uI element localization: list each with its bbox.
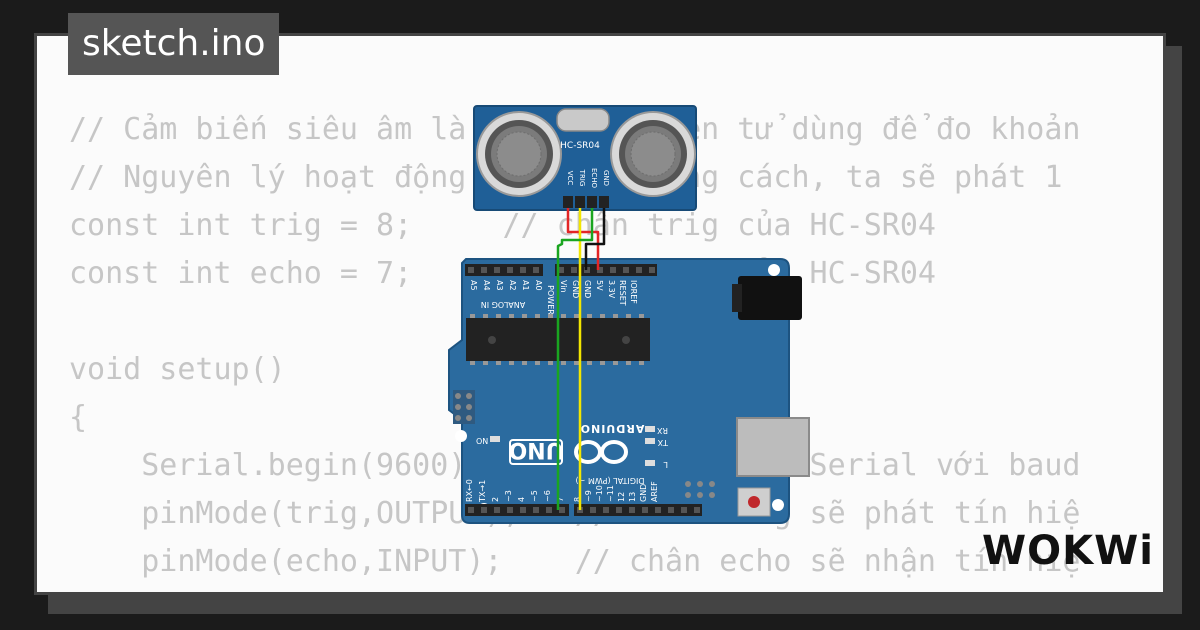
mounting-hole <box>455 430 467 442</box>
file-title-tab: sketch.ino <box>68 13 280 75</box>
led-label-rx: RX <box>656 426 668 435</box>
led-l <box>645 460 655 466</box>
pin-label-vcc: VCC <box>566 171 574 186</box>
digital-pin-label: ~6 <box>543 490 552 502</box>
digital-pin-label: ~11 <box>606 485 615 502</box>
sensor-pin-echo[interactable] <box>587 196 597 208</box>
header-label-5v: 5V <box>595 280 604 291</box>
header-label-a2: A2 <box>508 280 517 291</box>
sensor-model-label: HC-SR04 <box>560 141 600 151</box>
power-header <box>555 264 657 276</box>
arduino-logo: UNO ARDUINO <box>509 422 645 465</box>
digital-pin-label: ~3 <box>504 490 513 502</box>
digital-pin-label: ~9 <box>584 490 593 502</box>
led-label-l: L <box>663 460 668 469</box>
digital-pin-label: 8 <box>573 497 582 502</box>
wire-echo <box>556 208 594 510</box>
digital-pin-label: 13 <box>628 492 637 502</box>
crystal-oscillator <box>556 108 610 132</box>
digital-label: DIGITAL (PWM ~) <box>576 476 645 485</box>
arduino-uno-board: IOREF RESET 3.3V 5V GND GND Vin POWER A0… <box>448 258 810 524</box>
digital-header-high <box>574 504 702 516</box>
usb-port <box>736 417 810 477</box>
digital-pin-label: AREF <box>650 481 659 502</box>
arduino-brand-label: ARDUINO <box>580 422 645 435</box>
code-line: void setup() <box>69 352 286 387</box>
header-label-gnd2: GND <box>571 280 580 298</box>
header-label-ioref: IOREF <box>629 280 638 304</box>
sensor-pin-gnd[interactable] <box>599 196 609 208</box>
digital-pin-label: TX→1 <box>478 480 487 503</box>
pin-label-trig: TRIG <box>578 169 586 187</box>
digital-pin-label: 4 <box>517 497 526 502</box>
sensor-pin-trig[interactable] <box>575 196 585 208</box>
header-label-vin: Vin <box>559 280 568 293</box>
header-label-reset: RESET <box>618 280 627 306</box>
header-label-a0: A0 <box>534 280 543 291</box>
header-label-a1: A1 <box>521 280 530 291</box>
led-label-on: ON <box>476 437 488 446</box>
hc-sr04-sensor: HC-SR04 VCC TRIG ECHO GND <box>473 105 697 211</box>
header-label-a3: A3 <box>495 280 504 291</box>
power-jack <box>738 276 802 320</box>
digital-pin-label: ~5 <box>530 490 539 502</box>
digital-header-low <box>465 504 569 516</box>
header-label-3v3: 3.3V <box>607 280 616 299</box>
code-line: // Cảm biến siêu âm là một linh kiện tử … <box>69 112 1081 147</box>
code-line: const int trig = 8; // chân trig của HC-… <box>69 208 936 243</box>
code-line: pinMode(echo,INPUT); // chân echo sẽ nhậ… <box>69 544 1081 579</box>
ultrasonic-transducer-right <box>610 111 696 197</box>
header-label-gnd: GND <box>583 280 592 298</box>
header-label-a4: A4 <box>482 280 491 291</box>
wires <box>556 208 606 510</box>
mounting-hole <box>768 264 780 276</box>
mounting-hole <box>772 499 784 511</box>
wire-vcc <box>566 208 600 270</box>
digital-pin-label: 12 <box>617 492 626 502</box>
code-line: { <box>69 400 88 435</box>
digital-pin-label: RX←0 <box>465 479 474 502</box>
wokwi-logo-text: WOKWi <box>982 528 1152 574</box>
wokwi-logo: WOKWi <box>982 528 1152 574</box>
ultrasonic-transducer-left <box>476 111 562 197</box>
led-label-tx: TX <box>657 438 669 447</box>
digital-pin-label: ~10 <box>595 485 604 502</box>
analog-header <box>465 264 543 276</box>
pin-label-echo: ECHO <box>590 168 598 189</box>
wire-gnd <box>584 208 606 270</box>
pin-label-gnd: GND <box>602 170 610 186</box>
analog-in-label: ANALOG IN <box>481 300 526 309</box>
led-on <box>490 436 500 442</box>
digital-pin-label: 7 <box>556 497 565 502</box>
uno-label: UNO <box>509 437 564 462</box>
led-rx <box>645 426 655 432</box>
digital-pin-label: 2 <box>491 497 500 502</box>
digital-pin-label: GND <box>639 484 648 502</box>
sensor-pin-vcc[interactable] <box>563 196 573 208</box>
power-label: POWER <box>546 285 555 315</box>
led-tx <box>645 438 655 444</box>
header-label-a5: A5 <box>469 280 478 291</box>
